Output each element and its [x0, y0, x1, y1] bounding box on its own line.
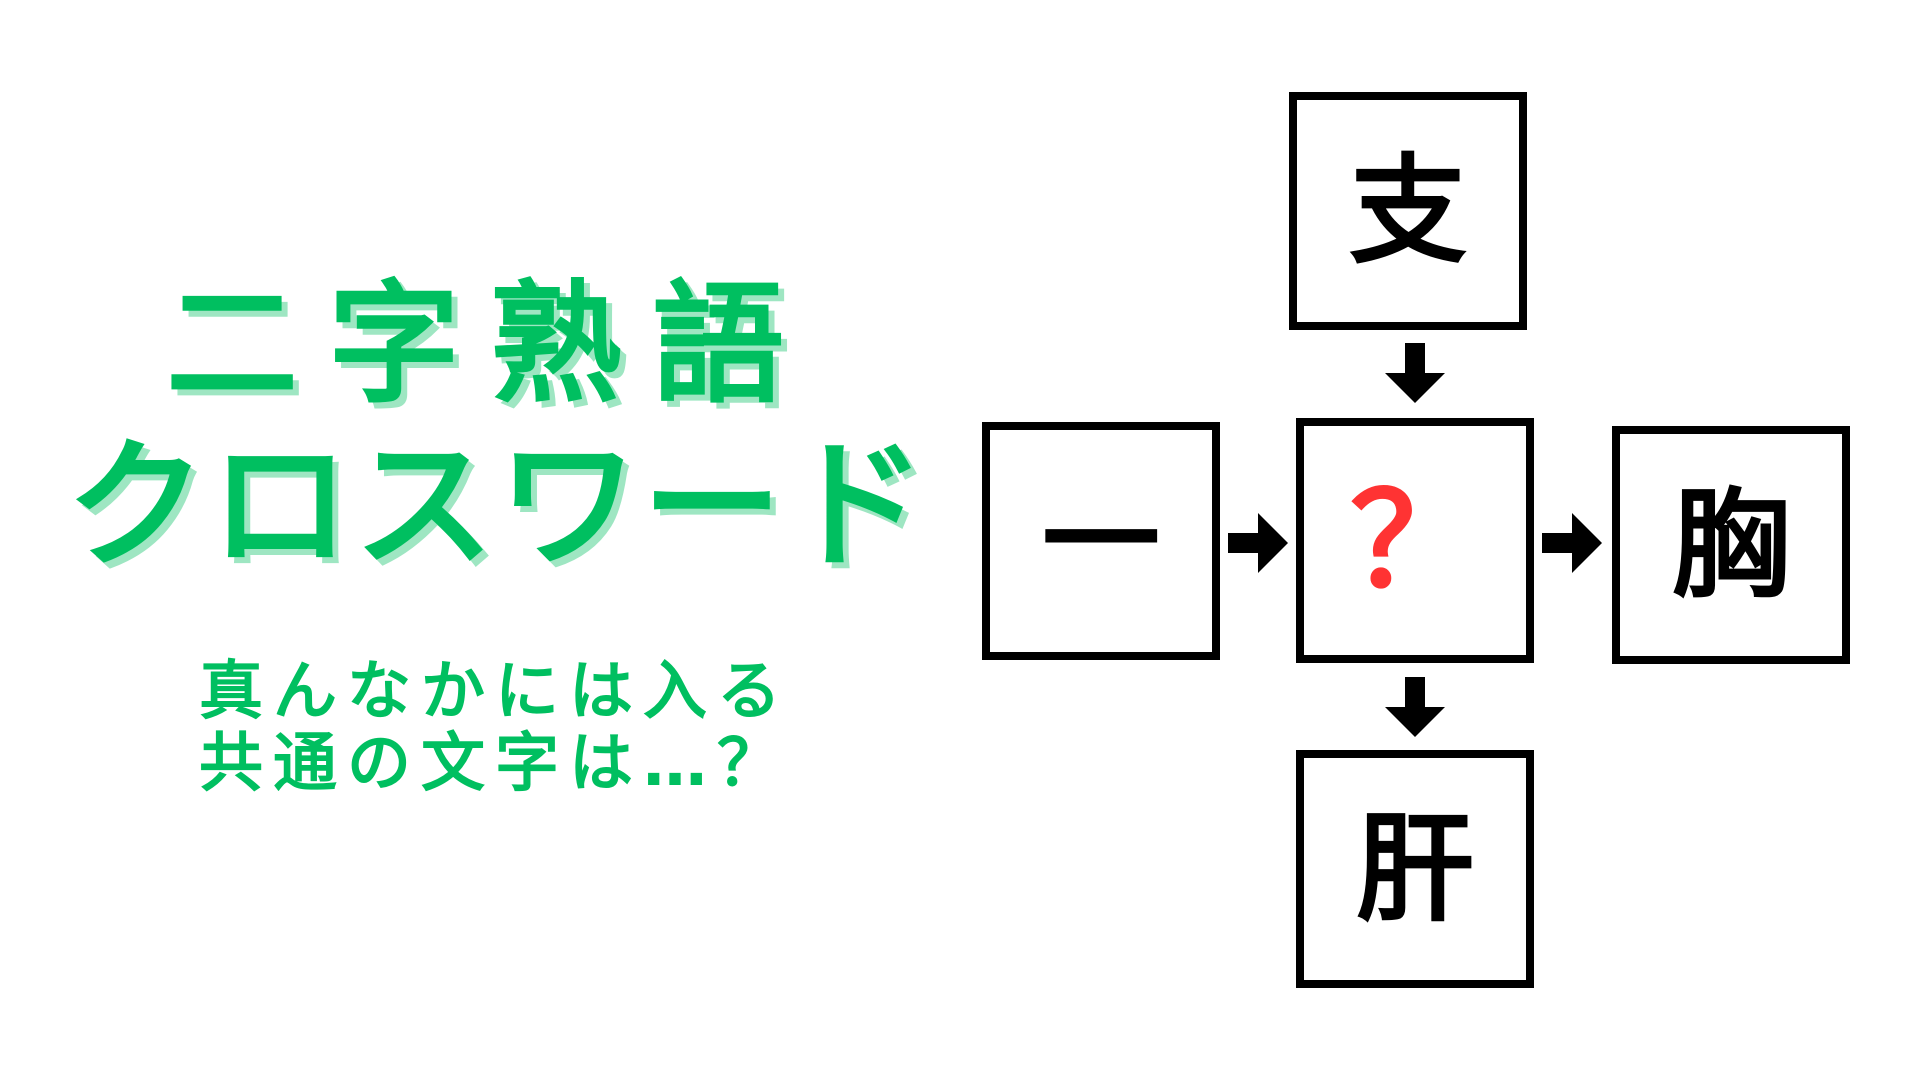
arrow-down-icon: [1385, 677, 1445, 737]
arrow-down-icon: [1385, 343, 1445, 403]
bottom-cell: 肝: [1296, 750, 1534, 988]
arrow-right-icon: [1542, 513, 1602, 573]
title-line-1: 二字熟語: [166, 268, 814, 422]
left-cell-char: 一: [1041, 472, 1160, 610]
left-cell: 一: [982, 422, 1220, 660]
title-line-2: クロスワード: [65, 425, 930, 588]
right-cell: 胸: [1612, 426, 1850, 664]
right-cell-char: 胸: [1671, 476, 1790, 614]
question-mark: ？: [1349, 467, 1480, 614]
center-cell[interactable]: ？: [1296, 418, 1534, 663]
arrow-right-icon: [1228, 513, 1288, 573]
subtitle-line-2: 共通の文字は…？: [199, 727, 791, 801]
bottom-cell-char: 肝: [1355, 800, 1474, 938]
top-cell-char: 支: [1348, 142, 1467, 280]
subtitle-line-1: 真んなかには入る: [199, 655, 791, 729]
top-cell: 支: [1289, 92, 1527, 330]
